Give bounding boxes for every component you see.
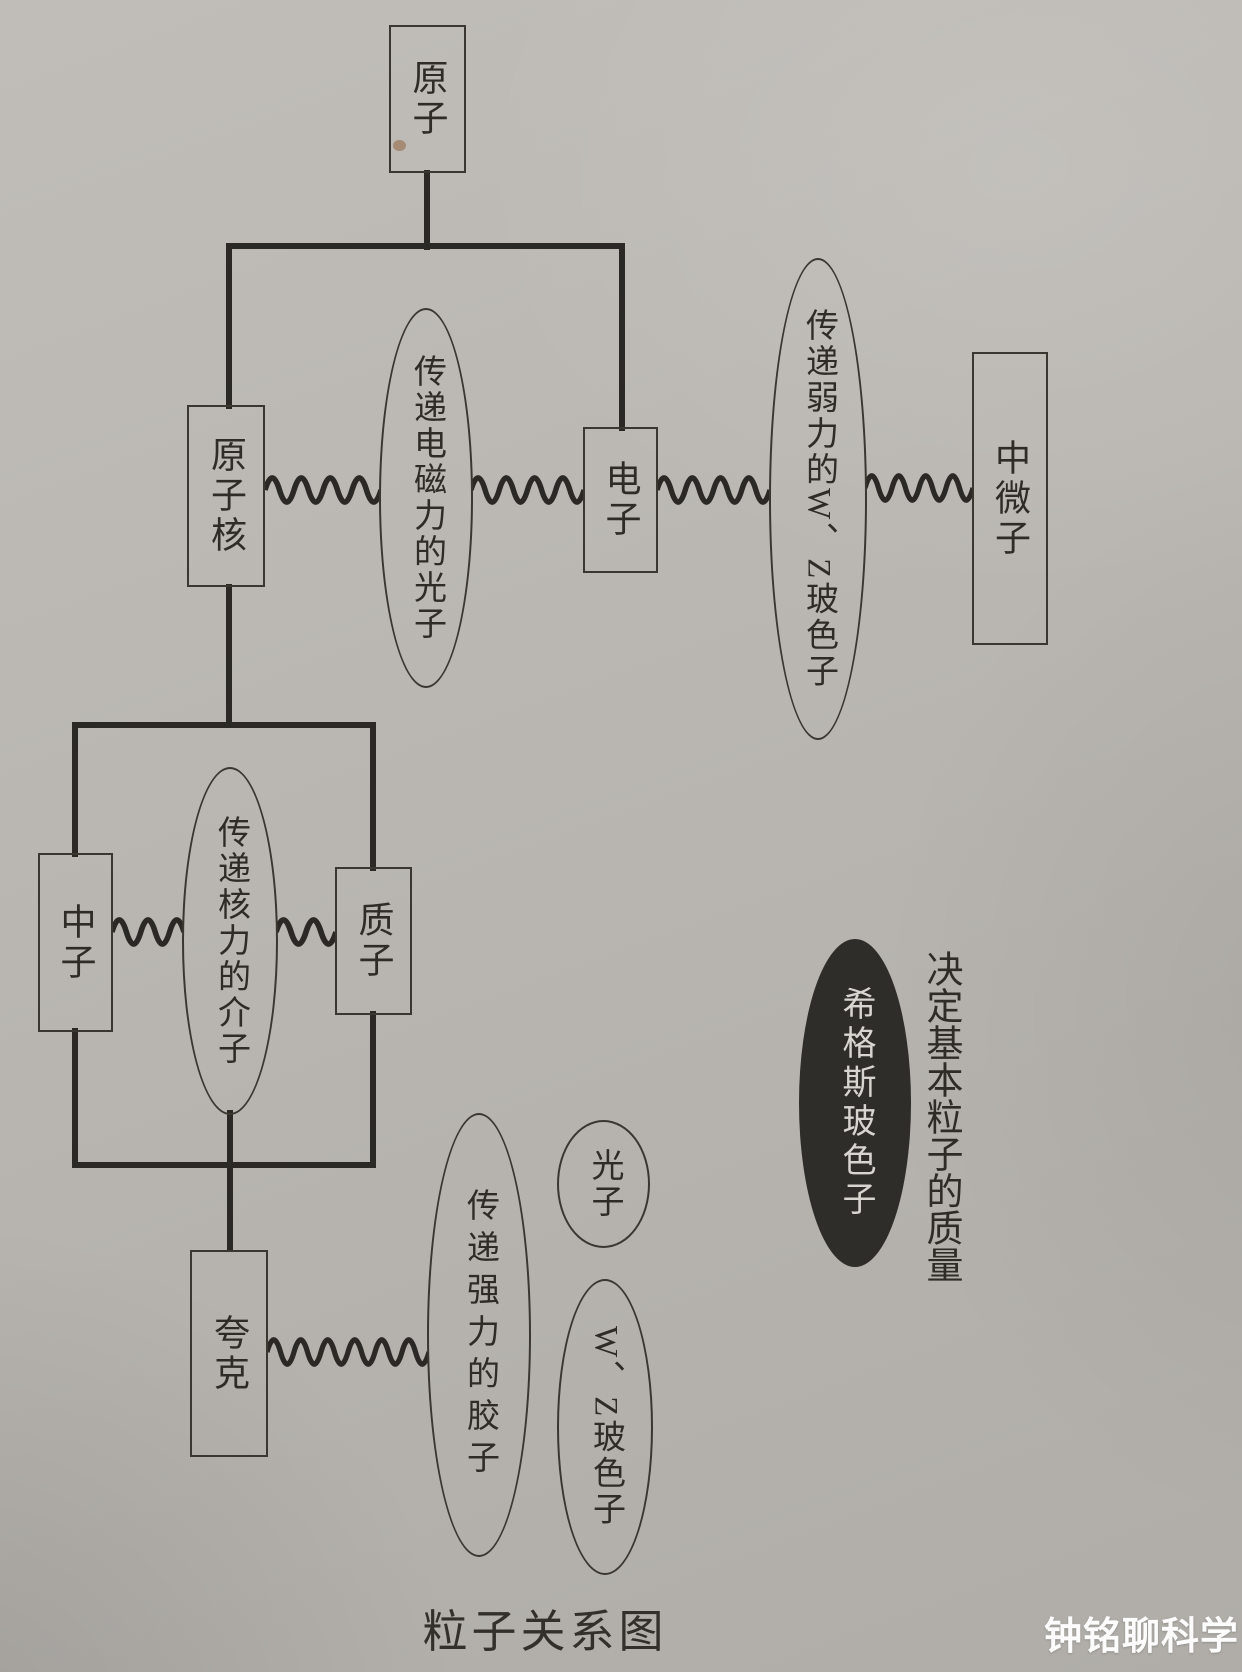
carrier-nuclear-meson-ellipse: 传递核力的介子 [182, 767, 278, 1115]
carrier-wz-boson-label: W、Z玻色子 [587, 1326, 624, 1528]
connector-nucleus-up [226, 243, 232, 409]
connector-top-horizontal [226, 243, 625, 249]
wave-wz-neutrino [865, 473, 973, 503]
carrier-strong-gluon-ellipse: 传递强力的胶子 [427, 1113, 531, 1557]
wave-photon-electron [471, 475, 584, 505]
connector-bottom-horizontal [72, 1162, 376, 1168]
carrier-weak-wz-label: 传递弱力的W、Z玻色子 [800, 308, 837, 690]
diagram-caption: 粒子关系图 [422, 1607, 668, 1657]
wave-meson-proton [276, 917, 336, 947]
carrier-higgs-ellipse: 希格斯玻色子 [799, 939, 911, 1267]
wave-nucleus-photon [265, 475, 381, 505]
connector-electron-up [619, 243, 625, 431]
higgs-mass-note-text: 决定基本粒子的质量 [920, 950, 961, 1283]
connector-meson-quark [227, 1110, 233, 1252]
carrier-em-photon-ellipse: 传递电磁力的光子 [379, 308, 473, 688]
carrier-wz-boson-ellipse: W、Z玻色子 [557, 1279, 653, 1575]
connector-nucleus-down [226, 584, 232, 728]
node-proton-label: 质子 [353, 901, 394, 981]
node-neutron-box: 中子 [38, 853, 113, 1032]
wave-quark-gluon [267, 1337, 429, 1367]
node-electron-label: 电子 [600, 460, 641, 540]
carrier-weak-wz-ellipse: 传递弱力的W、Z玻色子 [769, 258, 867, 740]
node-neutrino-box: 中微子 [972, 352, 1048, 645]
watermark-text: 钟铭聊科学 [1044, 1616, 1240, 1658]
node-quark-box: 夸克 [190, 1250, 268, 1457]
connector-mid-horizontal [72, 722, 376, 728]
connector-proton-down [370, 1011, 376, 1168]
node-nucleus-label: 原子核 [206, 436, 246, 556]
node-atom-box: 原子 [389, 25, 466, 173]
node-quark-label: 夸克 [209, 1313, 249, 1394]
connector-proton-up [370, 722, 376, 871]
carrier-photon-label: 光子 [586, 1148, 622, 1220]
carrier-em-photon-label: 传递电磁力的光子 [408, 354, 445, 642]
node-neutrino-label: 中微子 [990, 438, 1030, 559]
wave-electron-wz [657, 475, 770, 505]
carrier-strong-gluon-label: 传递强力的胶子 [461, 1188, 498, 1482]
higgs-mass-note: 决定基本粒子的质量 [920, 950, 961, 1288]
carrier-higgs-label: 希格斯玻色子 [837, 986, 874, 1220]
connector-neutron-up [72, 722, 78, 857]
node-electron-box: 电子 [583, 427, 658, 573]
connector-neutron-down [72, 1028, 78, 1168]
node-nucleus-box: 原子核 [187, 405, 265, 587]
node-proton-box: 质子 [335, 867, 412, 1015]
paper-blemish [393, 140, 406, 151]
node-neutron-label: 中子 [55, 902, 96, 983]
wave-neutron-meson [112, 917, 184, 947]
node-atom-label: 原子 [407, 59, 448, 139]
carrier-photon-ellipse: 光子 [557, 1120, 650, 1248]
carrier-nuclear-meson-label: 传递核力的介子 [212, 815, 249, 1067]
connector-atom-down [424, 170, 430, 250]
